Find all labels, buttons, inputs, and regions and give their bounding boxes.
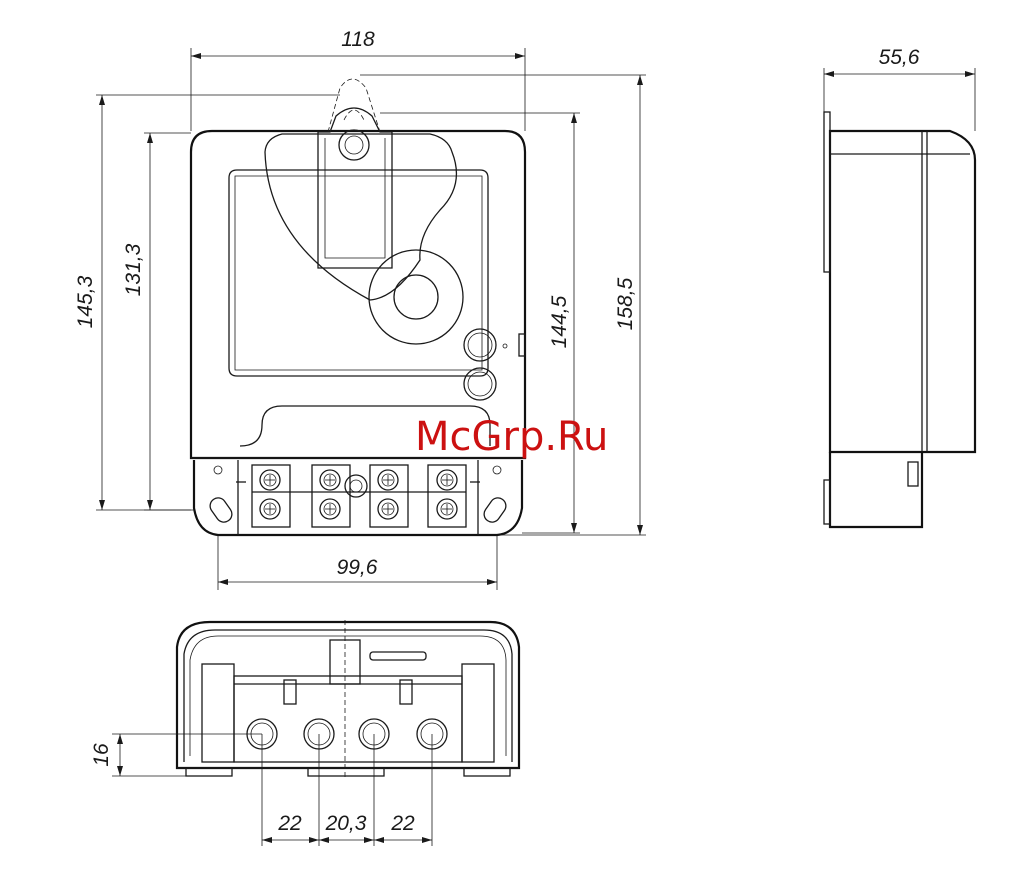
dim-right-inner-height: 144,5 [548,295,571,348]
arrow-head [309,837,319,843]
arrow-head [262,837,272,843]
dim-width-top: 118 [341,28,375,51]
bottom-view [177,620,519,780]
dim-side-depth: 55,6 [879,46,920,69]
terminal-block [194,460,522,535]
arrow-head [147,133,153,143]
watermark-text: McGrp.Ru [415,414,608,460]
dim-left-outer-height: 145,3 [74,275,97,328]
arrow-head [965,71,975,77]
dim-pitch-left: 22 [277,812,302,835]
arrow-head [422,837,432,843]
dim-pitch-right: 22 [390,812,415,835]
dim-right-outer-height: 158,5 [614,277,637,330]
screw-head [437,499,457,519]
arrow-head [364,837,374,843]
arrow-head [824,71,834,77]
arrow-head [218,579,228,585]
bottom-body-outline [177,622,519,768]
hanger-dashed [328,79,380,132]
arrow-head [99,500,105,510]
arrow-head [637,525,643,535]
screw-head [437,470,457,490]
dim-terminal-width: 99,6 [337,556,378,579]
screw-head [260,499,280,519]
screw-head [378,499,398,519]
arrow-head [147,500,153,510]
screw-head [320,470,340,490]
arrow-head [637,75,643,85]
mount-slot-left [207,495,235,525]
arrow-head [374,837,384,843]
dim-pitch-center: 20,3 [325,812,367,835]
arrow-head [571,113,577,123]
screw-head [260,470,280,490]
terminal-holes [247,719,447,749]
arrow-head [191,53,201,59]
arrow-head [487,579,497,585]
button-lower [464,368,496,400]
arrow-head [99,95,105,105]
screw-head [378,470,398,490]
arrow-head [117,734,123,744]
front-inner-window [229,170,488,376]
screw-head [320,499,340,519]
button-upper [464,329,496,361]
arrow-head [515,53,525,59]
dim-left-inner-height: 131,3 [122,243,145,296]
arrow-head [319,837,329,843]
side-view [824,112,975,527]
side-body-outline [830,131,975,452]
arrow-head [571,523,577,533]
mount-slot-right [481,495,509,525]
front-body-outline [191,131,525,458]
arrow-head [117,766,123,776]
dim-bottom-height: 16 [90,743,113,767]
front-view [191,79,525,535]
